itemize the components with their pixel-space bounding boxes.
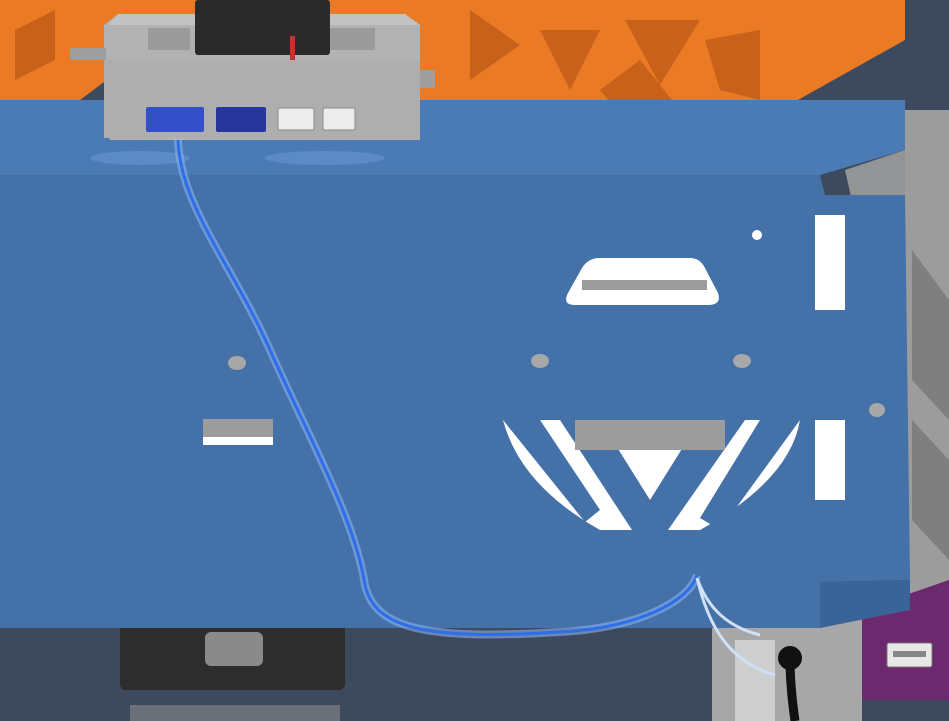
- side-connector: [420, 70, 435, 88]
- port-white: [277, 107, 315, 131]
- top-slot: [265, 151, 385, 165]
- port-blue: [216, 107, 266, 132]
- black-motor-housing: [120, 620, 345, 721]
- bolt-holes: [228, 230, 885, 417]
- cable-stub: [70, 48, 106, 60]
- upper-cutout-shadow: [582, 280, 707, 290]
- port-white: [322, 107, 356, 131]
- blue-wire-harness: [173, 129, 776, 677]
- fan-wire: [290, 36, 295, 60]
- vent-right: [330, 28, 375, 50]
- motor-latch: [205, 632, 263, 666]
- cutout-spoke: [503, 420, 600, 522]
- plate-face: [0, 175, 910, 628]
- cooling-fan: [195, 0, 330, 55]
- top-slot: [90, 151, 190, 165]
- vent-left: [148, 28, 190, 50]
- grey-controller-box: [70, 0, 435, 140]
- blue-mounting-plate: [0, 100, 910, 628]
- plate-edge: [820, 580, 910, 628]
- cable-gland: [778, 646, 802, 670]
- port-blue: [146, 107, 204, 132]
- cutout-spoke: [700, 420, 800, 530]
- left-slot-shadow: [203, 419, 273, 437]
- right-cutout: [815, 420, 845, 500]
- cutout-shadow: [575, 420, 725, 450]
- right-cutout: [815, 215, 845, 310]
